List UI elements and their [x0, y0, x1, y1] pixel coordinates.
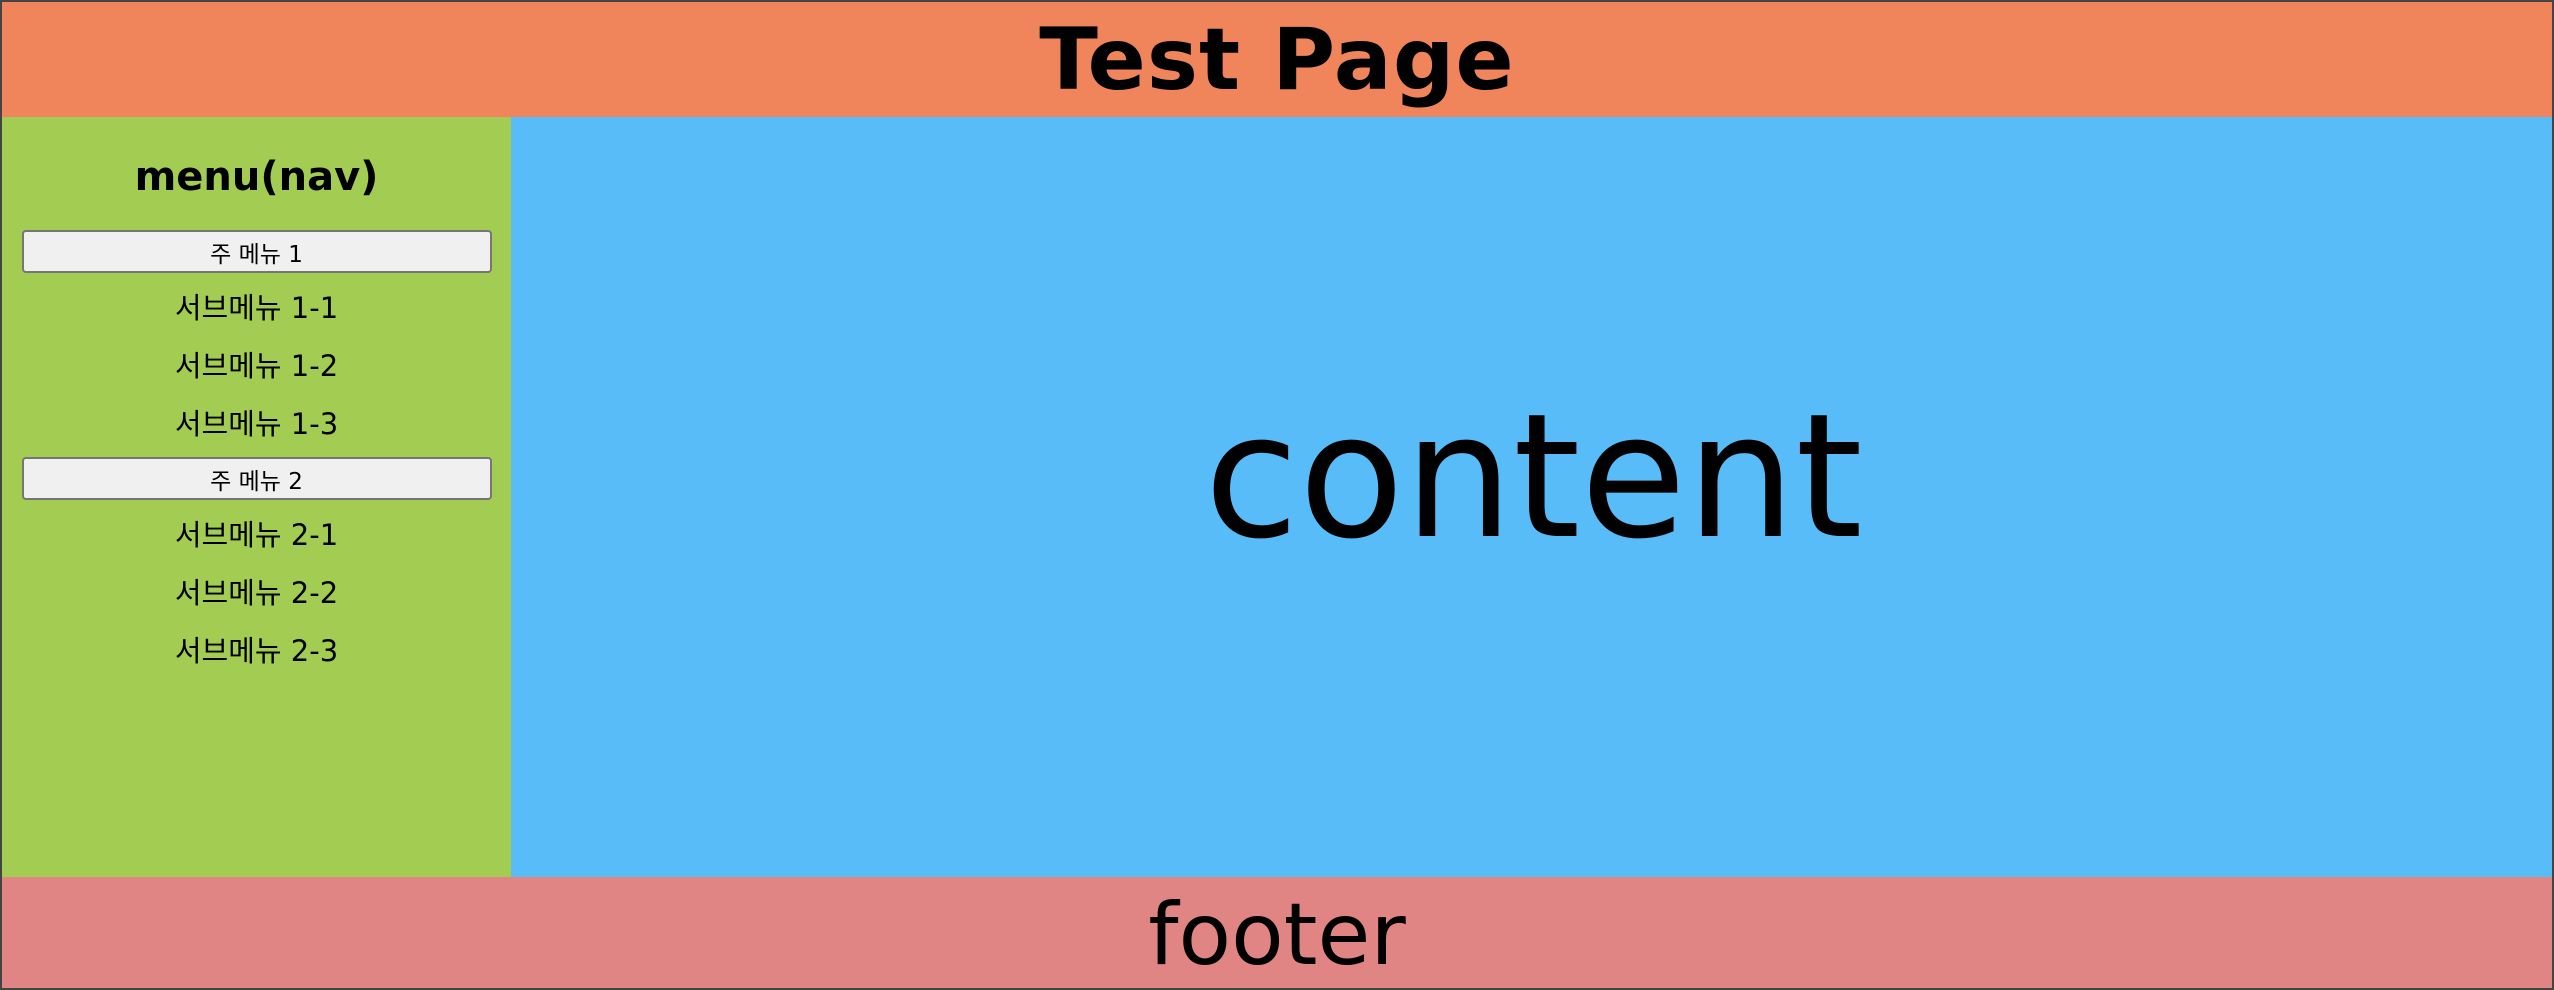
submenu-list-2: 서브메뉴 2-1 서브메뉴 2-2 서브메뉴 2-3 [20, 506, 493, 680]
nav-title: menu(nav) [134, 154, 379, 200]
sidebar-nav: menu(nav) 주 메뉴 1 서브메뉴 1-1 서브메뉴 1-2 서브메뉴 … [2, 117, 511, 877]
submenu-item-2-2[interactable]: 서브메뉴 2-2 [174, 576, 339, 610]
submenu-item-1-3[interactable]: 서브메뉴 1-3 [174, 407, 339, 441]
submenu-item-1-2[interactable]: 서브메뉴 1-2 [174, 349, 339, 383]
footer-text: footer [1148, 884, 1406, 985]
content-text: content [1204, 376, 1863, 577]
submenu-item-2-3[interactable]: 서브메뉴 2-3 [174, 634, 339, 668]
main-menu-1-button[interactable]: 주 메뉴 1 [21, 230, 492, 273]
page-title: Test Page [1039, 9, 1515, 110]
submenu-item-1-1[interactable]: 서브메뉴 1-1 [174, 291, 339, 325]
content-area: content [511, 117, 2552, 877]
page-header: Test Page [2, 2, 2552, 117]
page-footer: footer [2, 877, 2552, 988]
main-menu-2-button[interactable]: 주 메뉴 2 [21, 457, 492, 500]
submenu-item-2-1[interactable]: 서브메뉴 2-1 [174, 518, 339, 552]
submenu-list-1: 서브메뉴 1-1 서브메뉴 1-2 서브메뉴 1-3 [20, 279, 493, 453]
